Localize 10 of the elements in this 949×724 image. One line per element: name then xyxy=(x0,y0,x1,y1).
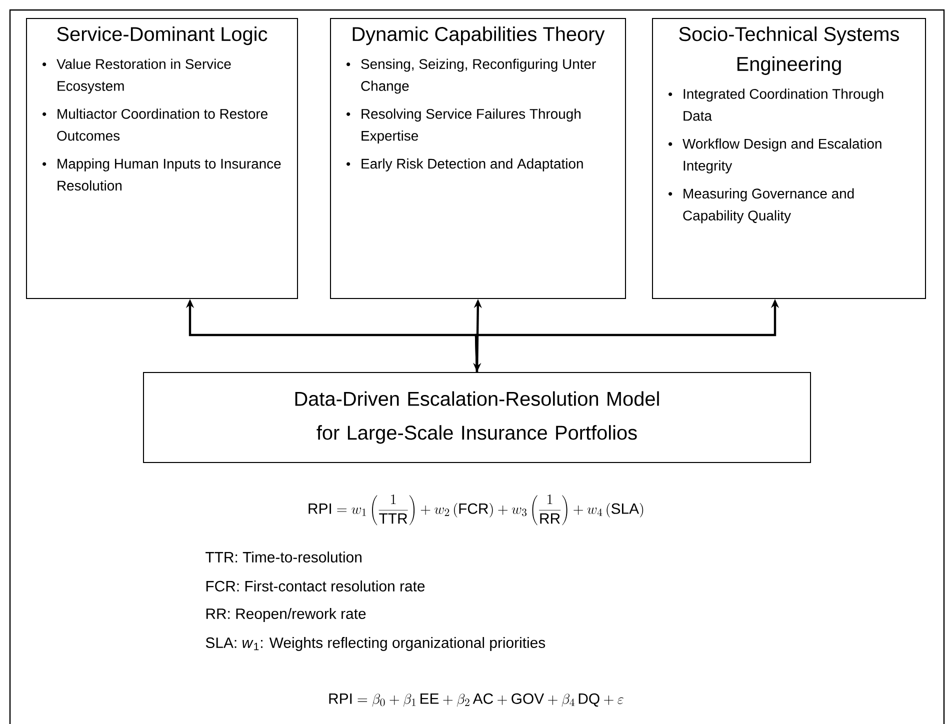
definition-text: TTR: Time-to-resolution xyxy=(206,552,362,562)
definition-text: SLA: w$_{1}$: Weights reflecting organizational priorities xyxy=(206,637,546,651)
formula: $\mathrm{RPI} = \beta_0 + \beta_1\,\mathrm{EE} + \beta_2\,\mathrm{AC} + \mathrm{GOV} + \beta_4\,\mathrm{DQ} + \varepsilon$ xyxy=(329,693,624,707)
formula: $\mathrm{RPI} = w_1 \left(\frac{1}{\mathrm{TTR}}\right) + w_2\,(\mathrm{FCR}) + w_3 \left(\frac{1}{\mathrm{RR}}\right) + w_4\,(\mathrm{SLA})$ xyxy=(308,494,644,526)
model-box: Data-Driven Escalation-Resolution Model for Large-Scale Insurance Portfolios xyxy=(143,372,811,463)
definition-text: FCR: First-contact resolution rate xyxy=(206,580,425,592)
theory-box: Service-Dominant Logic Value Restoration in Service Ecosystem Multiactor Coordination to Restore Outcomes Mapping Human Inputs to Insurance Resolution xyxy=(26,18,298,299)
theory-box: Socio-Technical Systems Engineering Integrated Coordination Through Data Workflow Design and Escalation Integrity Measuring Governance and Capability Quality xyxy=(652,18,926,299)
theory-box: Dynamic Capabilities Theory Sensing, Seizing, Reconfiguring Unter Change Resolving Service Failures Through Expertise Early Risk Detection and Adaptation xyxy=(330,18,626,299)
definition-text: RR: Reopen/rework rate xyxy=(206,608,366,622)
